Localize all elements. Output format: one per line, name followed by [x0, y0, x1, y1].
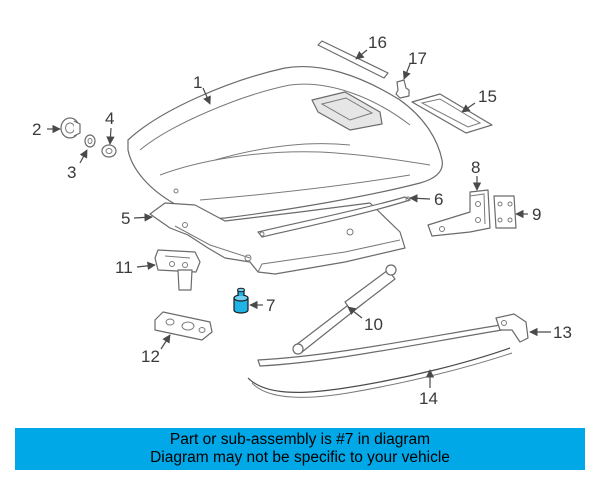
callout-6: 6	[434, 190, 443, 209]
info-banner: Part or sub-assembly is #7 in diagram Di…	[15, 428, 585, 470]
callout-8: 8	[471, 158, 480, 177]
callout-9: 9	[532, 205, 541, 224]
callout-13: 13	[553, 323, 572, 342]
callout-12: 12	[141, 347, 160, 366]
part-10-strut	[292, 264, 397, 355]
callout-10: 10	[364, 315, 383, 334]
callout-16: 16	[368, 33, 387, 52]
part-5-insulator	[149, 202, 406, 275]
callout-15: 15	[478, 87, 497, 106]
callout-labels: 1 2 3 4 5 6 7 8 9 10 11 12 13 14 15 16 1…	[32, 33, 572, 408]
part-11-latch	[154, 249, 201, 291]
callout-2: 2	[32, 120, 41, 139]
part-1-hood	[127, 65, 443, 219]
callout-5: 5	[121, 209, 130, 228]
parts-diagram: 1 2 3 4 5 6 7 8 9 10 11 12 13 14 15 16 1…	[32, 33, 572, 408]
part-3-washer	[84, 134, 96, 148]
callout-17: 17	[408, 49, 427, 68]
part-8-hinge	[427, 189, 491, 237]
part-2-bumper	[60, 117, 81, 139]
banner-line-1: Part or sub-assembly is #7 in diagram	[169, 431, 431, 448]
callout-4: 4	[105, 109, 114, 128]
callout-11: 11	[115, 258, 133, 277]
part-7-bumper-stop	[233, 287, 249, 314]
part-17-clip	[395, 79, 410, 99]
part-14-cable	[247, 347, 513, 398]
part-9-plate	[493, 195, 517, 229]
part-16-rod	[317, 40, 389, 79]
callout-7: 7	[266, 296, 275, 315]
banner-line-2: Diagram may not be specific to your vehi…	[150, 449, 450, 466]
part-13-prop-rod	[257, 313, 529, 367]
part-4-nut	[101, 144, 117, 158]
part-12-striker	[154, 311, 213, 341]
part-15-cover	[411, 93, 493, 134]
callout-14: 14	[419, 389, 438, 408]
callout-1: 1	[193, 73, 202, 92]
callout-3: 3	[67, 163, 76, 182]
leader-lines	[47, 49, 551, 388]
